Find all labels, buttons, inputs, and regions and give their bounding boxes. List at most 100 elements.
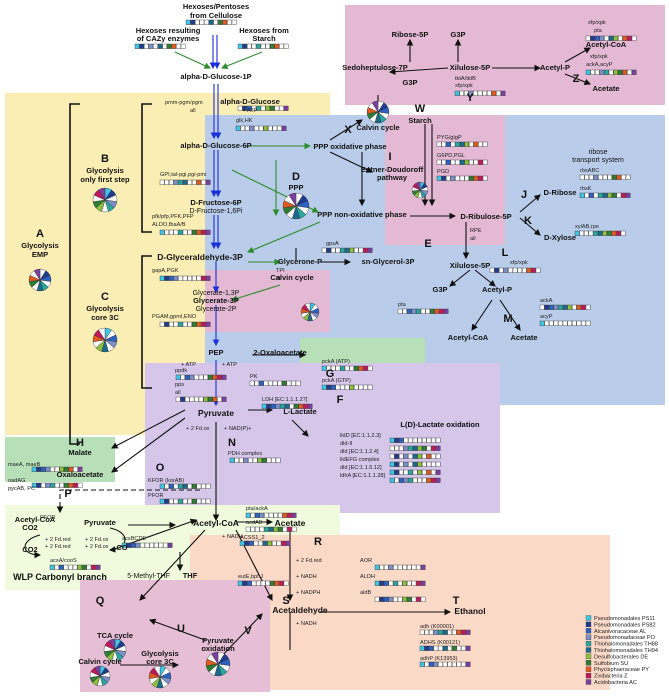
pie-slice: [211, 651, 219, 665]
enzyme-presence-cell: [422, 437, 427, 443]
enz-aldo: ALDO,fbaA/B: [152, 222, 186, 228]
enz-adhp: adhP (K13953): [420, 656, 458, 662]
enzyme-presence-cell: [289, 403, 295, 409]
enzyme-presence-cell: [399, 437, 404, 443]
glycolysis-3c-label-2: core 3C: [146, 657, 174, 666]
hexoses-cazy-label: Hexoses resulting: [136, 26, 201, 35]
enz-pta-l: pta: [398, 302, 407, 308]
enzyme-presence-cell: [456, 629, 462, 635]
letter-f: F: [337, 394, 344, 406]
enzyme-presence-cell: [625, 192, 631, 198]
enzyme-presence-cell: [584, 192, 589, 198]
enzyme-presence-cell: [257, 457, 263, 463]
enzyme-presence-cell: [394, 437, 400, 443]
enzyme-presence-cell: [393, 580, 398, 586]
fd-ox-1: + 2 Fd.ox: [186, 426, 210, 432]
enzyme-presence-cell: [246, 580, 252, 586]
enzyme-presence-cell: [446, 141, 451, 147]
enzyme-presence-cell: [411, 308, 417, 314]
enzyme-presence-cell: [593, 174, 599, 180]
enzyme-presence-cell: [77, 564, 82, 570]
enzyme-presence-cell: [442, 645, 448, 651]
enzyme-presence-cell: [41, 482, 46, 488]
lactate-oxidation: L(D)-Lactate oxidation: [400, 420, 480, 429]
enzyme-presence-cell: [185, 19, 191, 25]
enzyme-presence-cell: [589, 174, 594, 180]
label-d: PPP: [288, 183, 303, 192]
enzyme-presence-cell: [468, 90, 474, 96]
enzyme-presence-cell: [166, 43, 172, 49]
enz-pmm: pmm-pgm/pgm: [165, 100, 203, 106]
enzyme-presence-cell: [585, 69, 591, 75]
enzyme-presence-cell: [549, 320, 554, 326]
enzyme-presence-cell: [242, 580, 248, 586]
enzyme-presence-cell: [153, 542, 159, 548]
enzyme-presence-cell: [435, 437, 441, 443]
enzyme-presence-cell: [417, 469, 423, 475]
fd-ox-2: + 2 Fd.ox: [85, 537, 109, 543]
enzyme-presence-cell: [403, 461, 409, 467]
enzyme-presence-cell: [143, 43, 149, 49]
enzyme-presence-cell: [31, 482, 37, 488]
enzyme-presence-cell: [164, 229, 170, 235]
enzyme-presence-cell: [191, 498, 197, 504]
enzyme-presence-cell: [419, 661, 425, 667]
enzyme-presence-cell: [271, 457, 276, 463]
enzyme-presence-cell: [190, 19, 196, 25]
enzyme-presence-cell: [631, 69, 637, 75]
legend-swatch: [585, 679, 592, 685]
enzyme-presence-cell: [618, 69, 623, 75]
enzyme-presence-cell: [205, 275, 211, 281]
enzyme-presence-cell: [431, 469, 436, 475]
l-lactate: L-Lactate: [283, 407, 316, 416]
enzyme-presence-cell: [274, 105, 280, 111]
enzyme-presence-cell: [393, 564, 398, 570]
enzyme-presence-cell: [379, 580, 385, 586]
enzyme-presence-cell: [294, 403, 299, 409]
enzyme-presence-cell: [379, 564, 385, 570]
enzyme-presence-cell: [512, 267, 518, 273]
enzyme-presence-cell: [164, 179, 170, 185]
enzyme-presence-cell: [358, 365, 364, 371]
enzyme-presence-cell: [464, 159, 470, 165]
enzyme-presence-cell: [411, 596, 417, 602]
enzyme-presence-cell: [602, 192, 608, 198]
enzyme-presence-cell: [436, 159, 442, 165]
enzyme-presence-cell: [176, 43, 181, 49]
enzyme-presence-cell: [272, 380, 278, 386]
enzyme-presence-cell: [77, 466, 83, 472]
hexoses-starch-label-2: Starch: [252, 34, 276, 43]
letter-z: Z: [573, 73, 580, 85]
oxaloacetate-2: 2-Oxaloacetate: [253, 348, 306, 357]
label-b-sub: only first step: [80, 175, 130, 184]
enzyme-presence-cell: [259, 512, 265, 518]
enzyme-presence-cell: [450, 141, 456, 147]
enz-mae: maeA, maeB: [8, 462, 41, 468]
enzyme-presence-cell: [349, 247, 355, 253]
wlp-label: WLP Carbonyl branch: [13, 572, 107, 582]
enzyme-presence-cell: [388, 564, 394, 570]
enzyme-presence-cell: [585, 304, 591, 310]
enzyme-presence-cell: [465, 629, 471, 635]
enzyme-presence-cell: [397, 564, 403, 570]
enzyme-presence-cell: [367, 384, 373, 390]
enzyme-presence-cell: [408, 477, 413, 483]
enzyme-presence-cell: [539, 304, 545, 310]
enzyme-presence-cell: [454, 90, 460, 96]
enzyme-presence-cell: [597, 230, 603, 236]
enzyme-presence-cell: [625, 174, 631, 180]
enz-glk: glk,HK: [236, 118, 253, 124]
enzyme-presence-cell: [270, 43, 275, 49]
enzyme-presence-cell: [272, 125, 278, 131]
enzyme-presence-cell: [159, 179, 165, 185]
co: CO: [116, 543, 127, 552]
enzyme-presence-cell: [435, 445, 441, 451]
enzyme-presence-cell: [203, 374, 209, 380]
enzyme-presence-cell: [168, 498, 174, 504]
enzyme-presence-cell: [441, 141, 447, 147]
enzyme-presence-cell: [244, 125, 250, 131]
enzyme-presence-cell: [604, 69, 609, 75]
enzyme-presence-cell: [331, 365, 336, 371]
enzyme-presence-cell: [245, 526, 251, 532]
enzyme-presence-cell: [613, 69, 618, 75]
